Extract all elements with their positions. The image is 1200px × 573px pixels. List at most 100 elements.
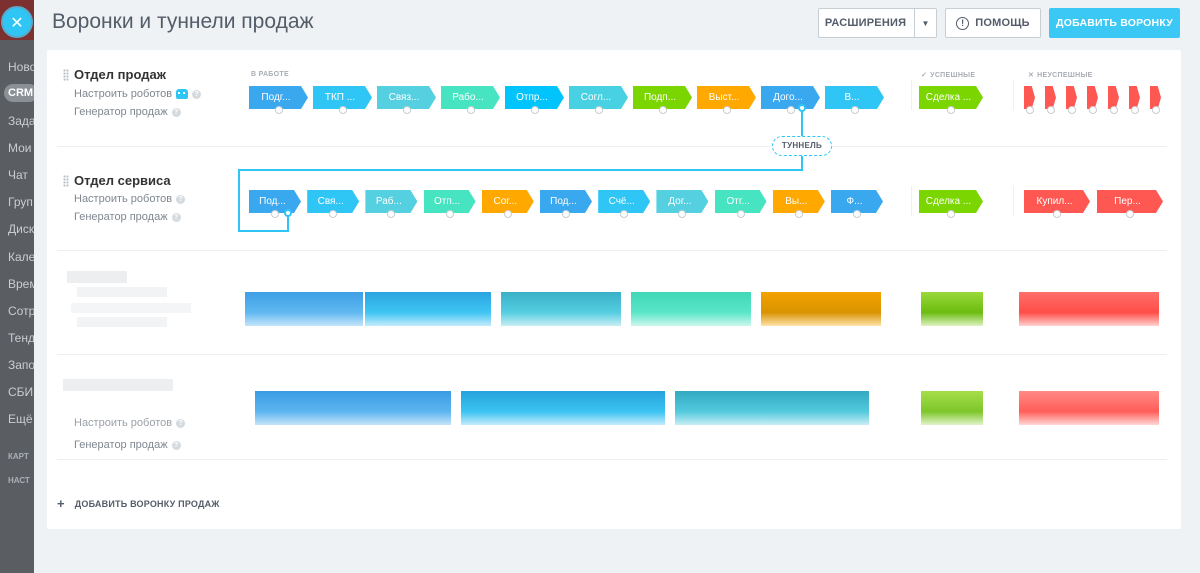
stage[interactable]: Отг... [715, 190, 767, 218]
stage[interactable]: Свя... [307, 190, 359, 218]
stage-connector-dot[interactable] [1026, 106, 1034, 114]
blurred-stage [761, 292, 881, 326]
stage-connector-dot[interactable] [1068, 106, 1076, 114]
stage-connector-dot[interactable] [338, 106, 347, 114]
stage[interactable]: Отпр... [505, 86, 564, 114]
generator-link[interactable]: Генератор продаж ? [74, 106, 181, 118]
stage[interactable]: Подг... [249, 86, 308, 114]
robots-link[interactable]: Настроить роботов ? [74, 193, 186, 205]
tunnel-line-horizontal [238, 169, 803, 171]
fail-stage-flag[interactable] [1129, 86, 1140, 109]
stage[interactable]: Купил... [1024, 190, 1090, 218]
fail-stage-flag[interactable] [1024, 86, 1035, 109]
robots-link-label: Настроить роботов [74, 88, 173, 100]
stage[interactable]: ТКП ... [313, 86, 372, 114]
stage[interactable]: Раб... [365, 190, 417, 218]
fail-stage-flag[interactable] [1045, 86, 1056, 109]
tunnel-node[interactable] [284, 209, 292, 217]
tunnel-line-vertical [287, 216, 289, 232]
stage[interactable]: Ф... [831, 190, 883, 218]
bg-nav-item: Чат [8, 168, 28, 182]
stage-connector-dot[interactable] [271, 210, 279, 218]
stage[interactable]: Дого... [761, 86, 820, 114]
stage-connector-dot[interactable] [947, 106, 955, 114]
stage-connector-dot[interactable] [530, 106, 539, 114]
stage-connector-dot[interactable] [736, 210, 745, 218]
stage-connector-dot[interactable] [445, 210, 454, 218]
stage[interactable]: Согл... [569, 86, 628, 114]
stage[interactable]: Связ... [377, 86, 436, 114]
stage-connector-dot[interactable] [1053, 210, 1061, 218]
stage[interactable]: Сог... [482, 190, 534, 218]
stage-connector-dot[interactable] [794, 210, 803, 218]
stage[interactable]: В... [825, 86, 884, 114]
drag-handle-icon[interactable] [63, 175, 69, 187]
stage-connector-dot[interactable] [786, 106, 795, 114]
fail-stage-flag[interactable] [1087, 86, 1098, 109]
funnel-title: Отдел продаж [74, 67, 166, 82]
help-hint-icon[interactable]: ? [176, 418, 186, 428]
add-funnel-button[interactable]: ДОБАВИТЬ ВОРОНКУ [1049, 8, 1180, 38]
blurred-stage [1019, 391, 1159, 425]
stage-connector-dot[interactable] [620, 210, 629, 218]
help-button[interactable]: ! ПОМОЩЬ [945, 8, 1041, 38]
tunnel-node[interactable] [798, 104, 806, 112]
stage-label: Связ... [377, 86, 436, 109]
stage-connector-dot[interactable] [850, 106, 859, 114]
stage[interactable]: Сделка ... [919, 86, 983, 114]
help-hint-icon[interactable]: ? [171, 107, 181, 117]
blurred-stage [245, 292, 363, 326]
group-label-in-work: В РАБОТЕ [251, 71, 289, 78]
help-hint-icon[interactable]: ? [171, 212, 181, 222]
stage-connector-dot[interactable] [274, 106, 283, 114]
help-hint-icon[interactable]: ? [171, 440, 181, 450]
stage-connector-dot[interactable] [1047, 106, 1055, 114]
stage[interactable]: Сделка ... [919, 190, 983, 218]
stage[interactable]: Счё... [598, 190, 650, 218]
stage[interactable]: Выст... [697, 86, 756, 114]
fail-stage-flag[interactable] [1150, 86, 1161, 109]
stage-connector-dot[interactable] [503, 210, 512, 218]
stage-connector-dot[interactable] [387, 210, 396, 218]
stage-connector-dot[interactable] [1126, 210, 1134, 218]
stage[interactable]: Рабо... [441, 86, 500, 114]
stage-connector-dot[interactable] [594, 106, 603, 114]
generator-link[interactable]: Генератор продаж ? [74, 439, 181, 451]
stage-connector-dot[interactable] [466, 106, 475, 114]
stage-connector-dot[interactable] [658, 106, 667, 114]
generator-link[interactable]: Генератор продаж ? [74, 211, 181, 223]
stage-connector-dot[interactable] [1152, 106, 1160, 114]
close-slider-button[interactable]: ✕ [1, 6, 33, 38]
stage-connector-dot[interactable] [678, 210, 687, 218]
stage-connector-dot[interactable] [722, 106, 731, 114]
blurred-text [77, 287, 167, 297]
stage[interactable]: Отп... [424, 190, 476, 218]
stage-connector-dot[interactable] [562, 210, 570, 218]
stage-connector-dot[interactable] [853, 210, 861, 218]
robots-link[interactable]: Настроить роботов ? [74, 417, 186, 429]
robots-link[interactable]: Настроить роботов ? [74, 88, 202, 100]
add-sales-funnel-button[interactable]: + ДОБАВИТЬ ВОРОНКУ ПРОДАЖ [57, 496, 220, 511]
stage[interactable]: Подп... [633, 86, 692, 114]
stage[interactable]: Под... [249, 190, 301, 218]
stage-label: Вы... [773, 190, 825, 213]
stage-connector-dot[interactable] [1131, 106, 1139, 114]
help-hint-icon[interactable]: ? [192, 89, 202, 99]
stage-connector-dot[interactable] [329, 210, 338, 218]
drag-handle-icon[interactable] [63, 69, 69, 81]
fail-stage-flag[interactable] [1066, 86, 1077, 109]
stage[interactable]: Пер... [1097, 190, 1163, 218]
help-hint-icon[interactable]: ? [176, 194, 186, 204]
stage-connector-dot[interactable] [1089, 106, 1097, 114]
chevron-down-icon[interactable]: ▼ [914, 9, 936, 37]
extensions-button[interactable]: РАСШИРЕНИЯ ▼ [818, 8, 937, 38]
stage[interactable]: Дог... [656, 190, 708, 218]
fail-stage-flag[interactable] [1108, 86, 1119, 109]
stage-connector-dot[interactable] [402, 106, 411, 114]
stage[interactable]: Вы... [773, 190, 825, 218]
stage-connector-dot[interactable] [947, 210, 955, 218]
stage-connector-dot[interactable] [1110, 106, 1118, 114]
tunnel-badge[interactable]: ТУННЕЛЬ [772, 136, 832, 156]
funnels-slider: Воронки и туннели продаж РАСШИРЕНИЯ ▼ ! … [34, 0, 1200, 573]
stage[interactable]: Под... [540, 190, 592, 218]
